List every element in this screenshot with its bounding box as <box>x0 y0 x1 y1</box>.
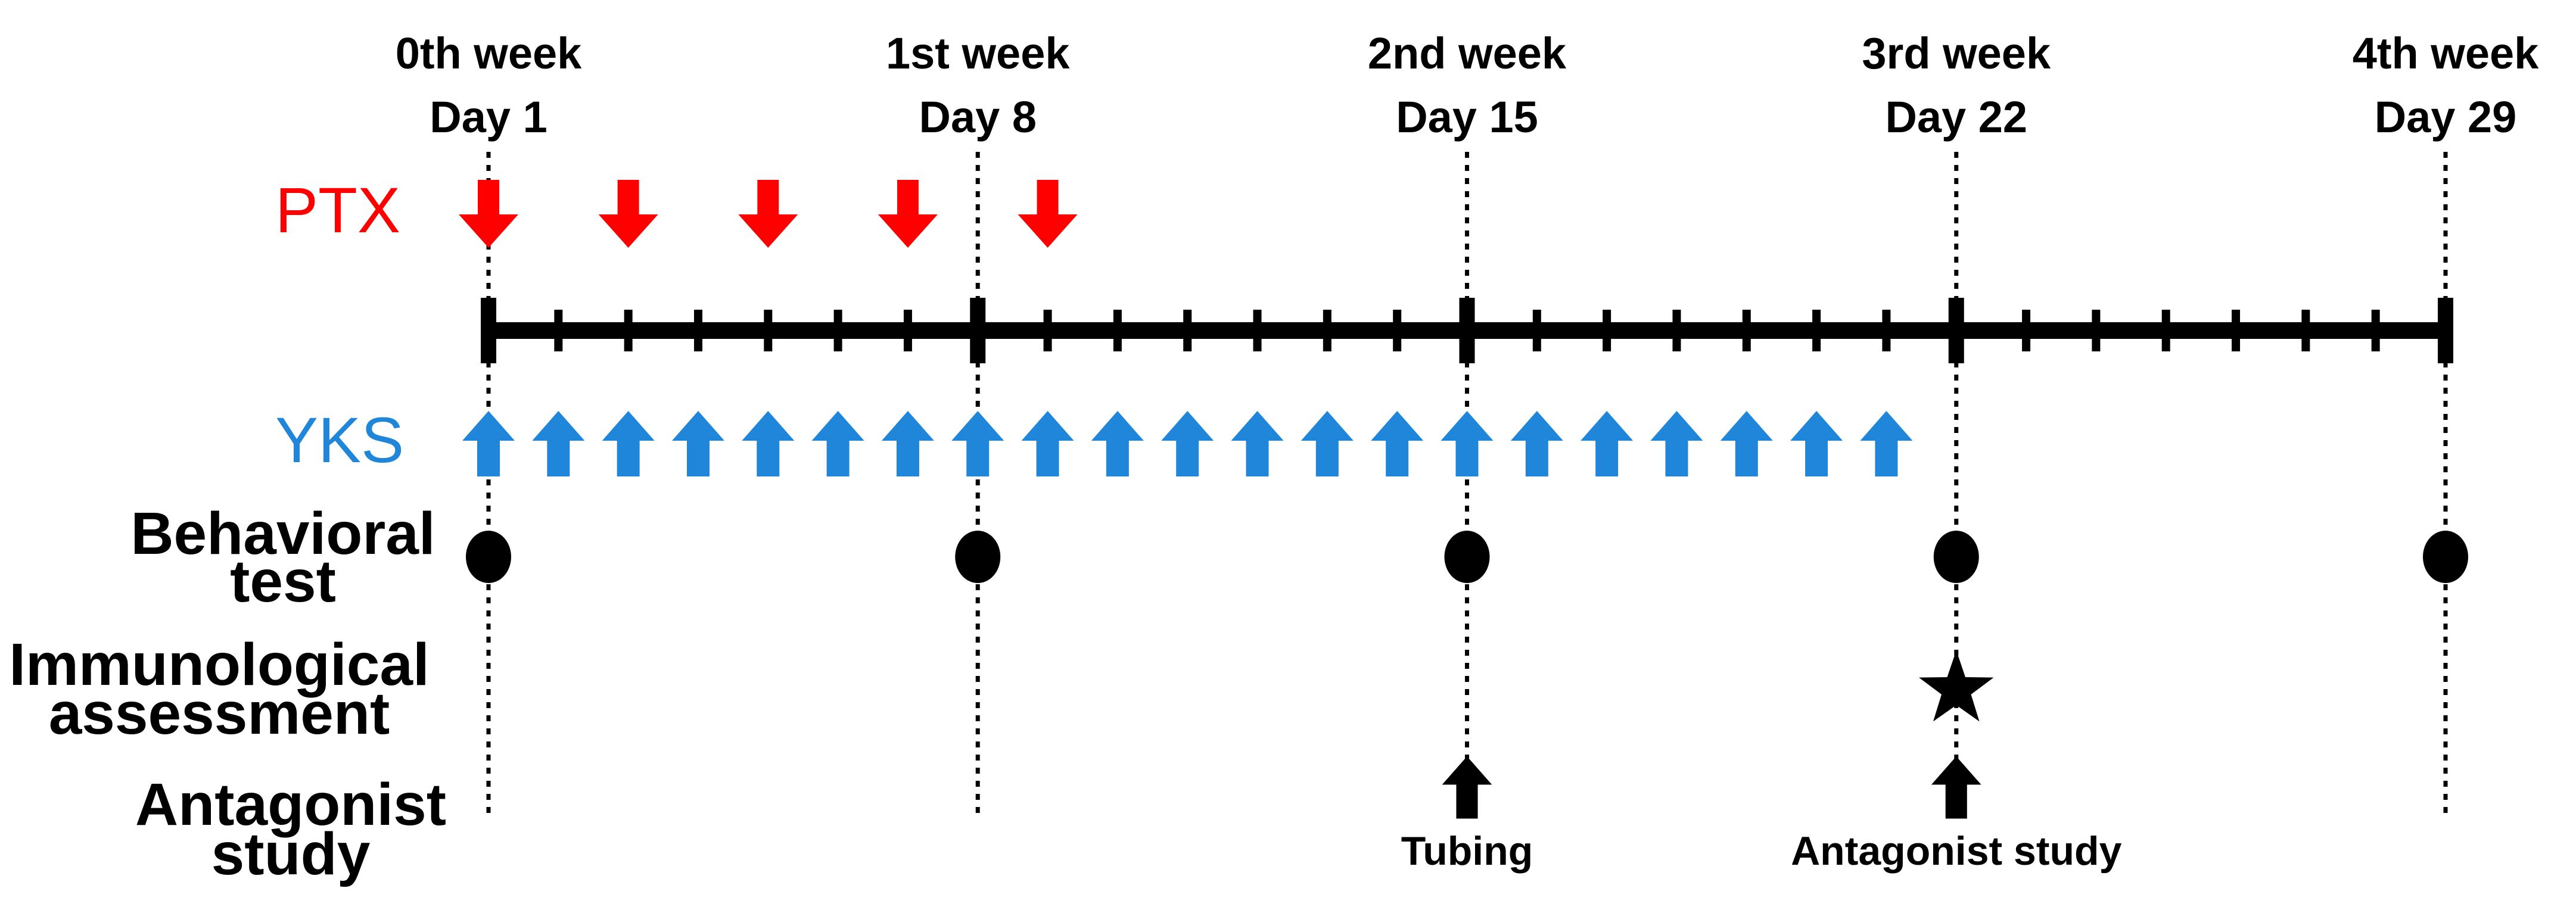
ptx-arrow <box>878 180 938 248</box>
timeline-axis <box>481 298 2453 363</box>
yks-arrow <box>602 411 655 476</box>
ptx-arrow <box>598 180 658 248</box>
yks-arrow <box>1860 411 1913 476</box>
antagonist-study-arrow <box>1931 756 1981 819</box>
yks-arrow <box>1021 411 1074 476</box>
week-label: 1st week <box>886 29 1070 78</box>
yks-arrow <box>1231 411 1284 476</box>
week-label: 2nd week <box>1368 29 1567 78</box>
major-tick <box>1459 298 1475 363</box>
week-guides <box>486 152 2448 819</box>
ptx-arrow <box>1018 180 1078 248</box>
yks-arrow <box>1581 411 1634 476</box>
minor-tick <box>1532 310 1541 351</box>
ptx-arrows <box>459 180 1078 248</box>
yks-arrow <box>881 411 934 476</box>
behavioral-test-dots <box>466 531 2468 583</box>
tubing-label: Tubing <box>1401 828 1533 874</box>
yks-arrow <box>1441 411 1494 476</box>
minor-tick <box>903 310 912 351</box>
day-label: Day 8 <box>919 92 1037 142</box>
yks-arrow <box>671 411 724 476</box>
behavioral-label-line1: Behavioral <box>130 500 435 567</box>
minor-tick <box>1882 310 1891 351</box>
behavioral-test-dot <box>1444 531 1490 583</box>
yks-arrows <box>462 411 1913 476</box>
week-label: 3rd week <box>1862 29 2051 78</box>
antagonist-label-line2: study <box>211 821 371 887</box>
behavioral-label-line2: test <box>230 548 336 615</box>
immunological-label-line2: assessment <box>49 680 390 747</box>
day-label: Day 29 <box>2375 92 2517 142</box>
minor-tick <box>1603 310 1611 351</box>
major-tick <box>1948 298 1964 363</box>
minor-tick <box>1393 310 1402 351</box>
minor-tick <box>1672 310 1681 351</box>
major-tick <box>970 298 986 363</box>
antagonist-label-line1: Antagonist <box>135 771 446 838</box>
yks-arrow <box>1161 411 1214 476</box>
minor-tick <box>554 310 563 351</box>
day-label: Day 1 <box>430 92 547 142</box>
yks-arrow <box>532 411 585 476</box>
behavioral-test-dot <box>955 531 1001 583</box>
behavioral-test-dot <box>466 531 511 583</box>
yks-arrow <box>1650 411 1703 476</box>
immunological-star <box>1919 650 1994 722</box>
yks-arrow <box>1091 411 1144 476</box>
yks-arrow <box>1510 411 1563 476</box>
minor-tick <box>833 310 842 351</box>
ptx-arrow <box>459 180 518 248</box>
week-label: 0th week <box>396 29 582 78</box>
day-label: Day 15 <box>1396 92 1538 142</box>
minor-tick <box>2092 310 2101 351</box>
yks-arrow <box>1301 411 1354 476</box>
minor-tick <box>624 310 633 351</box>
yks-arrow <box>1790 411 1843 476</box>
yks-arrow <box>1720 411 1773 476</box>
behavioral-test-dot <box>2423 531 2468 583</box>
minor-tick <box>1323 310 1331 351</box>
day-label: Day 22 <box>1885 92 2027 142</box>
behavioral-test-dot <box>1933 531 1979 583</box>
minor-tick <box>1253 310 1262 351</box>
yks-arrow <box>1371 411 1424 476</box>
minor-tick <box>2371 310 2380 351</box>
immunological-stars <box>1919 650 1994 722</box>
minor-tick <box>2022 310 2031 351</box>
minor-tick <box>693 310 702 351</box>
minor-tick <box>1742 310 1751 351</box>
yks-label: YKS <box>275 404 404 476</box>
yks-arrow <box>951 411 1004 476</box>
minor-tick <box>1183 310 1192 351</box>
minor-tick <box>1043 310 1052 351</box>
yks-arrow <box>811 411 864 476</box>
yks-arrow <box>742 411 795 476</box>
tubing-arrow <box>1442 756 1492 819</box>
yks-arrow <box>462 411 515 476</box>
major-tick <box>481 298 496 363</box>
immunological-label-line1: Immunological <box>9 631 430 698</box>
minor-tick <box>1113 310 1122 351</box>
minor-tick <box>2301 310 2310 351</box>
week-label: 4th week <box>2353 29 2539 78</box>
ptx-arrow <box>738 180 798 248</box>
major-tick <box>2438 298 2453 363</box>
minor-tick <box>2232 310 2241 351</box>
antagonist-study-label: Antagonist study <box>1791 828 2122 874</box>
minor-tick <box>764 310 773 351</box>
minor-tick <box>2161 310 2170 351</box>
minor-tick <box>1812 310 1821 351</box>
ptx-label: PTX <box>275 174 400 246</box>
annotations: Tubing Antagonist study <box>1401 756 2122 874</box>
